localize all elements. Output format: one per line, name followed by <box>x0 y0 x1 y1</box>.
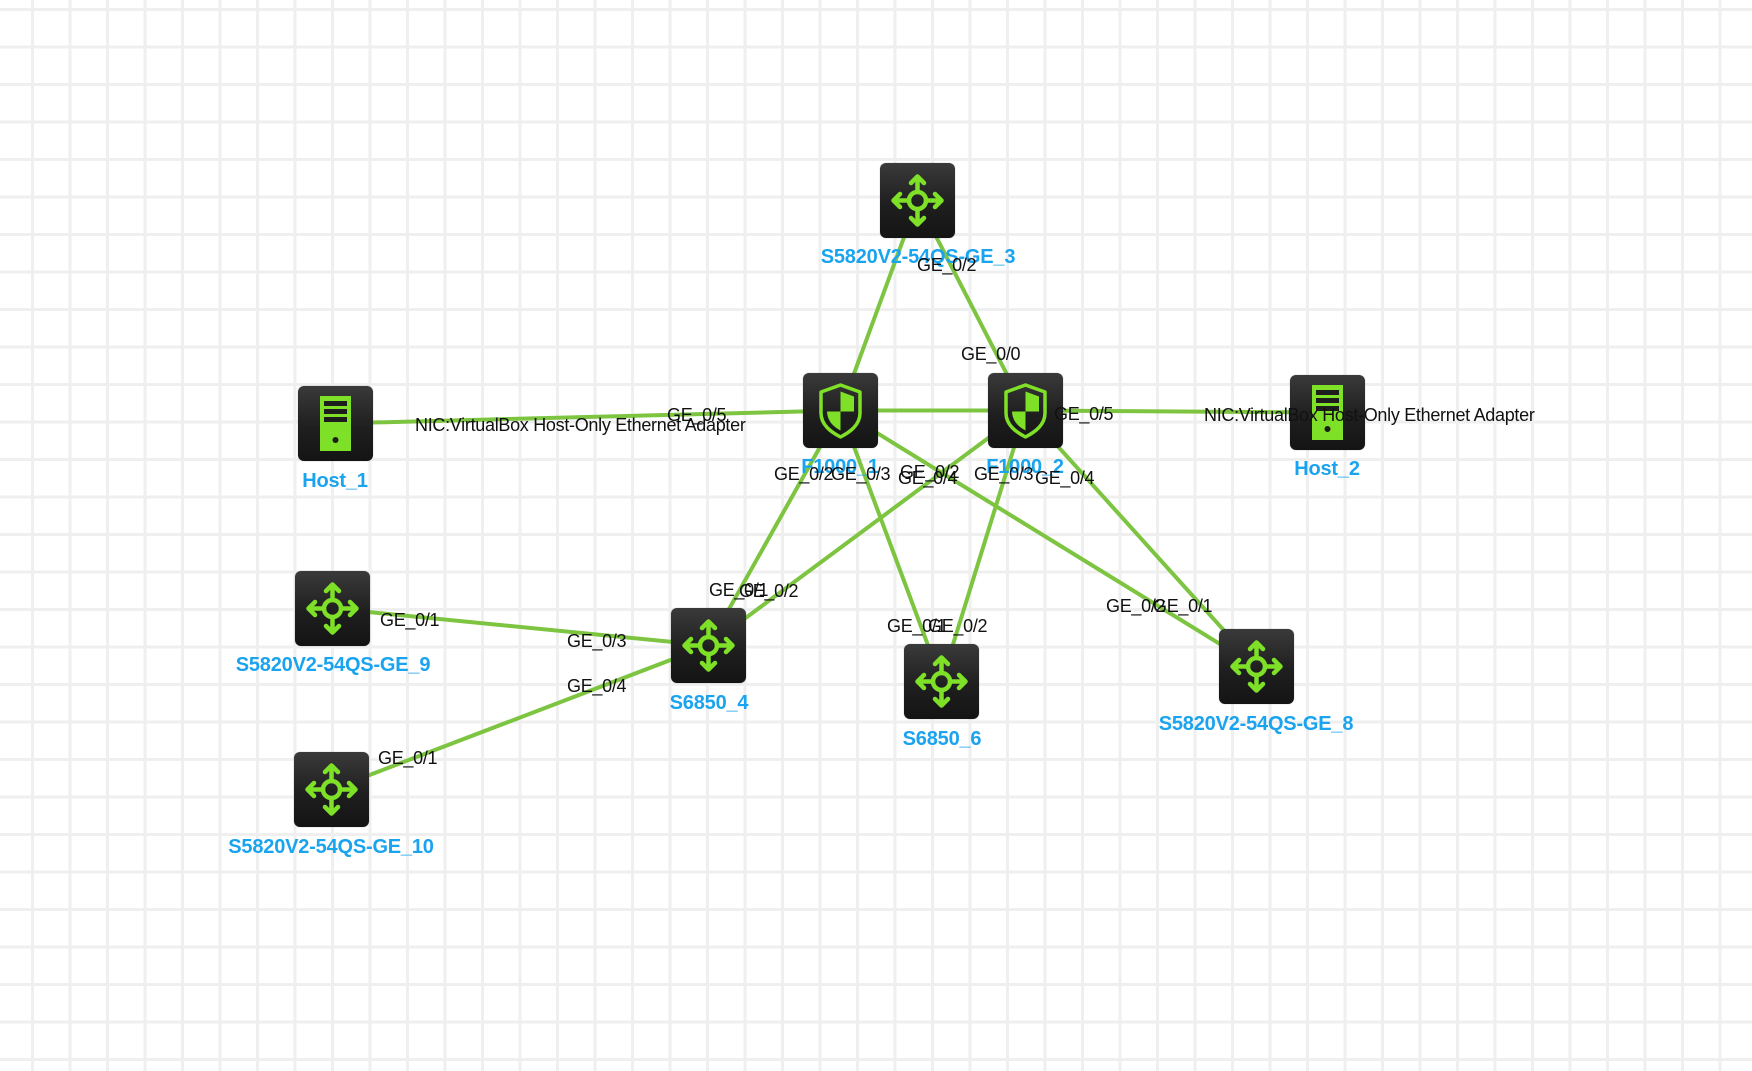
port-label-s6-ge0-1: GE_0/1 <box>887 616 947 636</box>
port-label-s4-ge0-4: GE_0/4 <box>567 676 627 696</box>
device-label-host-2[interactable]: Host_2 <box>1294 458 1360 480</box>
device-label-s6850-6[interactable]: S6850_6 <box>902 728 982 750</box>
link-fw1-sw8[interactable] <box>839 408 1258 669</box>
link-fw2-s4[interactable] <box>707 408 1027 648</box>
device-label-s6850-4[interactable]: S6850_4 <box>669 692 749 714</box>
port-label-host2-nic: NIC:VirtualBox Host-Only Ethernet Adapte… <box>1204 405 1535 425</box>
device-f1000-1[interactable] <box>803 373 878 448</box>
port-label-fw2-ge0-0: GE_0/0 <box>961 344 1021 364</box>
port-label-s4-ge0-1: GE_0/1 <box>709 580 769 600</box>
device-s5820v2-ge-3[interactable] <box>880 163 955 238</box>
device-label-f1000-2[interactable]: F1000_2 <box>986 456 1064 478</box>
port-label-fw1-ge0-4: GE_0/4 <box>898 468 958 488</box>
port-label-fw2-ge0-4: GE_0/4 <box>1035 468 1095 488</box>
device-label-f1000-1[interactable]: F1000_1 <box>801 456 879 478</box>
device-s5820v2-ge-10[interactable] <box>294 752 369 827</box>
device-s5820v2-ge-9[interactable] <box>295 571 370 646</box>
port-label-sw9-ge0-1: GE_0/1 <box>380 610 440 630</box>
link-h1-fw1[interactable] <box>335 408 841 426</box>
device-label-s5820v2-ge-9[interactable]: S5820V2-54QS-GE_9 <box>235 654 431 676</box>
link-fw2-sw8[interactable] <box>1024 409 1258 668</box>
link-sw9-s4[interactable] <box>332 606 709 648</box>
device-host-2[interactable] <box>1290 375 1365 450</box>
port-label-sw3-ge0-2: GE_0/2 <box>917 255 977 275</box>
port-label-fw2-ge0-5: GE_0/5 <box>1054 404 1114 424</box>
port-label-fw1-ge0-3: GE_0/3 <box>831 464 891 484</box>
port-label-s6-ge0-2: GE_0/2 <box>928 616 988 636</box>
device-s6850-6[interactable] <box>904 644 979 719</box>
device-label-s5820v2-ge-3[interactable]: S5820V2-54QS-GE_3 <box>820 246 1016 268</box>
port-label-s4-ge0-3: GE_0/3 <box>567 631 627 651</box>
device-s6850-4[interactable] <box>671 608 746 683</box>
device-label-host-1[interactable]: Host_1 <box>302 470 368 492</box>
port-label-fw2-ge0-3: GE_0/3 <box>974 464 1034 484</box>
port-label-fw2-ge0-2: GE_0/2 <box>900 462 960 482</box>
port-label-sw8-ge0-1: GE_0/1 <box>1153 596 1213 616</box>
device-host-1[interactable] <box>298 386 373 461</box>
port-label-host1-nic: NIC:VirtualBox Host-Only Ethernet Adapte… <box>415 415 746 435</box>
device-label-s5820v2-ge-8[interactable]: S5820V2-54QS-GE_8 <box>1158 713 1354 735</box>
link-fw2-h2[interactable] <box>1025 408 1328 415</box>
link-fw1-s6[interactable] <box>838 409 944 683</box>
link-fw1-s4[interactable] <box>706 409 843 647</box>
link-sw10-s4[interactable] <box>330 643 710 792</box>
device-f1000-2[interactable] <box>988 373 1063 448</box>
device-s5820v2-ge-8[interactable] <box>1219 629 1294 704</box>
device-label-s5820v2-ge-10[interactable]: S5820V2-54QS-GE_10 <box>228 836 434 858</box>
port-label-sw10-ge0-1: GE_0/1 <box>378 748 438 768</box>
port-label-fw1-ge0-2: GE_0/2 <box>774 464 834 484</box>
port-label-fw1-ge0-5: GE_0/5 <box>667 405 727 425</box>
port-label-s4-ge0-2: GE_0/2 <box>739 581 799 601</box>
link-fw2-s6[interactable] <box>939 409 1028 683</box>
port-label-sw8-ge0-2: GE_0/2 <box>1106 596 1166 616</box>
